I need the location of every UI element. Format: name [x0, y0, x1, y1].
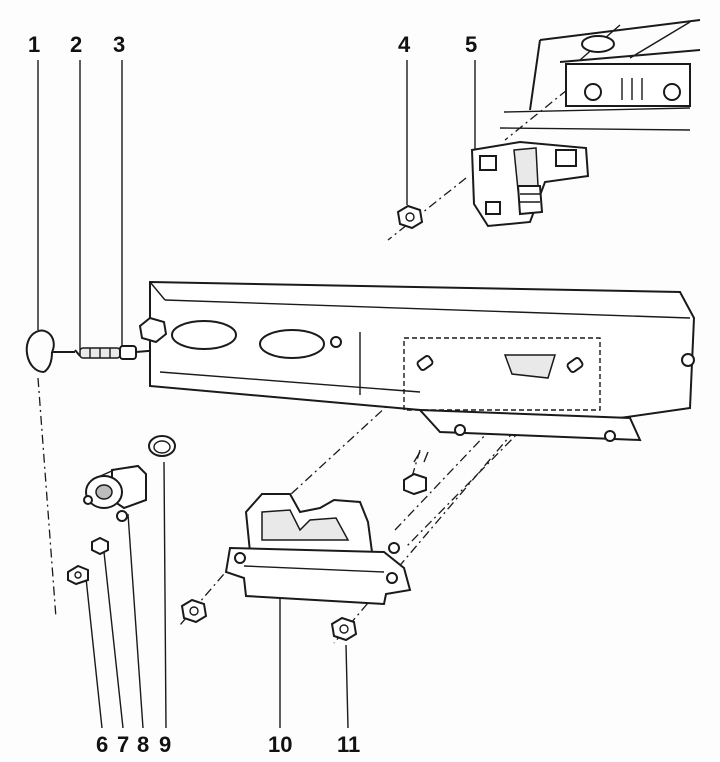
nut-11	[330, 616, 358, 642]
striker-5	[470, 19, 701, 228]
mounting-stud-left	[416, 355, 434, 371]
leader-lines	[37, 60, 476, 729]
nut-7	[91, 536, 109, 556]
cable-hook	[25, 329, 75, 373]
callout-1: 1	[28, 32, 40, 57]
latch-10	[224, 493, 412, 606]
callout-7: 7	[117, 732, 129, 757]
callout-2: 2	[70, 32, 82, 57]
callout-5: 5	[465, 32, 477, 57]
spring-clip	[403, 451, 429, 496]
callout-6: 6	[96, 732, 108, 757]
callout-4: 4	[398, 32, 411, 57]
washer-9	[148, 435, 176, 457]
release-cable	[74, 345, 161, 360]
callout-11: 11	[337, 732, 360, 757]
lock-cylinder-8	[83, 464, 147, 522]
clip-6	[67, 564, 89, 586]
hex-nut-lower	[180, 598, 208, 624]
callout-9: 9	[159, 732, 171, 757]
callout-8: 8	[137, 732, 149, 757]
lock-carrier-panel	[138, 280, 696, 442]
callout-3: 3	[113, 32, 125, 57]
hex-nut-4	[396, 204, 424, 230]
mounting-stud-right	[566, 357, 584, 373]
callout-10: 10	[268, 732, 292, 757]
